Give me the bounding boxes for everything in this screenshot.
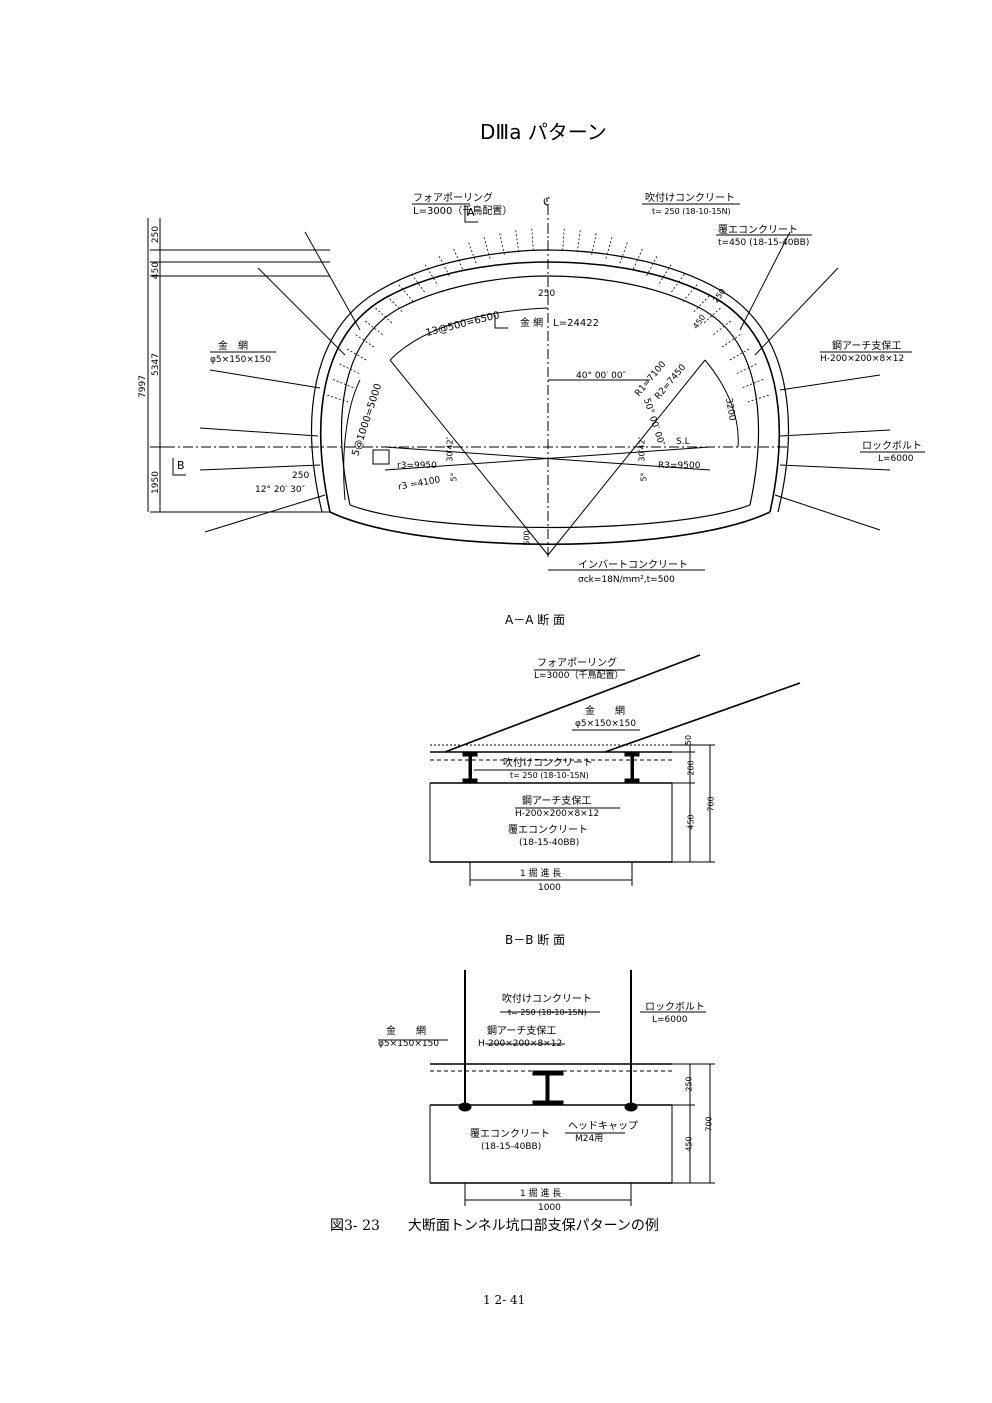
label-250-top: 250: [538, 289, 556, 299]
section-a-mesh: 金 網: [585, 706, 625, 717]
forepoling-tick: [327, 394, 349, 403]
forepoling-tick: [515, 230, 520, 253]
forepoling-tick: [386, 295, 403, 313]
section-mark-b-label: B: [177, 459, 185, 472]
section-b-lining: 覆エコンクリート: [470, 1129, 550, 1140]
section-a-mesh-spec: φ5×150×150: [575, 719, 637, 729]
forepoling-tick: [721, 334, 741, 348]
shotcrete-spec: t= 250 (18-10-15N): [652, 207, 731, 216]
page-title: DⅢa パターン: [480, 120, 607, 144]
label-r3-right: R3=9500: [658, 461, 701, 471]
centerline-symbol: ℭ: [543, 195, 551, 208]
label-250-left: 250: [292, 471, 310, 481]
section-b-mesh: 金 網: [386, 1026, 426, 1037]
section-b-shotcrete-spec: t= 250 (18-10-15N): [508, 1008, 587, 1017]
section-b-headcap: ヘッドキャップ: [568, 1121, 638, 1132]
section-a-steel-spec: H-200×200×8×12: [515, 809, 600, 819]
lining-label: 覆エコンクリート: [718, 225, 798, 236]
section-a-dim-200: 200: [686, 760, 696, 776]
section-b-steel-spec: H-200×200×8×12: [478, 1039, 563, 1049]
forepoling-tick: [355, 334, 375, 348]
label-5deg-right: 5°: [639, 472, 649, 482]
forepoling-spec: L=3000（千鳥配置）: [413, 206, 513, 217]
forepoling-tick: [736, 363, 757, 374]
lining-inner-line: [340, 275, 760, 506]
section-a-advance-value: 1000: [538, 883, 561, 893]
mesh-length-label: 金 網 L=24422: [520, 318, 599, 329]
forepoling-tick: [438, 256, 450, 276]
section-b-advance: 1 掘 進 長: [520, 1189, 562, 1199]
steel-arch-label: 鋼アーチ支保工: [832, 341, 902, 352]
section-b-rockbolt: ロックボルト: [645, 1002, 705, 1013]
forepoling-tick: [499, 233, 505, 255]
section-a-dim-700: 700: [706, 796, 716, 812]
section-b-dim-700: 700: [704, 1116, 714, 1132]
section-mark-b: [172, 449, 390, 476]
section-mark-a: [464, 205, 508, 329]
forepoling-tick: [713, 320, 732, 335]
dim-1950: 1950: [150, 471, 161, 494]
label-angle-12: 12° 20′ 30″: [255, 485, 305, 495]
label-30-right: 30′42″: [637, 436, 647, 462]
label-500-invert: 500: [522, 530, 532, 546]
section-mark-a-label: A: [467, 206, 475, 219]
section-a-lining-spec: (18-15-40BB): [519, 838, 580, 848]
forepoling-tick: [576, 230, 581, 253]
section-a-lining: 覆エコンクリート: [508, 825, 588, 836]
forepoling-tick: [591, 233, 597, 255]
tunnel-cross-section: [147, 203, 925, 571]
forepoling-tick: [747, 394, 769, 403]
section-b-title: B－B 断 面: [505, 933, 566, 947]
section-b-dim-450: 450: [684, 1136, 694, 1152]
section-b-shotcrete: 吹付けコンクリート: [502, 994, 592, 1005]
section-a-advance: 1 掘 進 長: [520, 869, 562, 879]
shotcrete-label: 吹付けコンクリート: [645, 193, 735, 204]
invert-spec: σck=18N/mm²,t=500: [578, 575, 675, 585]
section-a-shotcrete: 吹付けコンクリート: [503, 758, 593, 769]
lining-spec: t=450 (18-15-40BB): [718, 238, 810, 248]
mesh-spec: φ5×150×150: [210, 355, 272, 365]
forepoling-tick: [531, 228, 534, 251]
steel-arch-spec: H-200×200×8×12: [820, 354, 905, 364]
invert-outer-line: [329, 511, 771, 546]
section-a-steel: 鋼アーチ支保工: [522, 796, 592, 807]
invert-inner-line: [349, 504, 751, 529]
forepoling-tick: [619, 242, 628, 264]
forepoling-tick: [453, 248, 463, 270]
section-b-headcap-spec: M24用: [575, 1134, 604, 1144]
dim-250-top: 250: [151, 225, 162, 244]
section-a-dim-50: 50: [684, 734, 694, 746]
forepoling-tick: [562, 228, 565, 251]
rockbolt-label: ロックボルト: [862, 441, 922, 452]
section-a-shotcrete-spec: t= 250 (18-10-15N): [510, 771, 589, 780]
label-r3-left: r3=9950: [397, 461, 437, 471]
page-number: 1 2- 41: [483, 1293, 526, 1307]
section-b-steel: 鋼アーチ支保工: [487, 1026, 557, 1037]
dim-450-top: 450: [151, 261, 162, 280]
label-spring-line: S.L: [676, 437, 690, 447]
label-30-left: 30′42″: [445, 436, 455, 462]
invert-label: インバートコンクリート: [578, 560, 688, 571]
forepoling-tick: [468, 242, 477, 264]
section-a-forepoling-spec: L=3000（千鳥配置）: [534, 671, 624, 681]
dim-7997: 7997: [137, 375, 148, 398]
forepoling-tick: [332, 378, 354, 388]
rockbolt-spec: L=6000: [878, 454, 914, 464]
label-5deg-left: 5°: [449, 472, 459, 482]
section-a-dim-450: 450: [686, 814, 696, 830]
section-a-title: A－A 断 面: [505, 613, 566, 627]
forepoling-label: フォアポーリング: [413, 193, 493, 204]
label-angle-40: 40° 00′ 00″: [576, 371, 626, 381]
section-b-mesh-spec: φ5×150×150: [378, 1039, 440, 1049]
section-a-forepoling: フォアポーリング: [537, 658, 617, 669]
forepoling-tick: [375, 307, 393, 324]
mesh-label: 金 網: [218, 341, 248, 352]
section-b-lining-spec: (18-15-40BB): [481, 1142, 542, 1152]
forepoling-tick: [682, 284, 698, 302]
dim-5347: 5347: [150, 353, 161, 376]
section-b-advance-value: 1000: [538, 1203, 561, 1213]
figure-caption: 図3- 23 大断面トンネル坑口部支保パターンの例: [330, 1218, 659, 1234]
section-b-dim-250: 250: [684, 1076, 694, 1092]
section-b-rockbolt-spec: L=6000: [652, 1015, 688, 1025]
